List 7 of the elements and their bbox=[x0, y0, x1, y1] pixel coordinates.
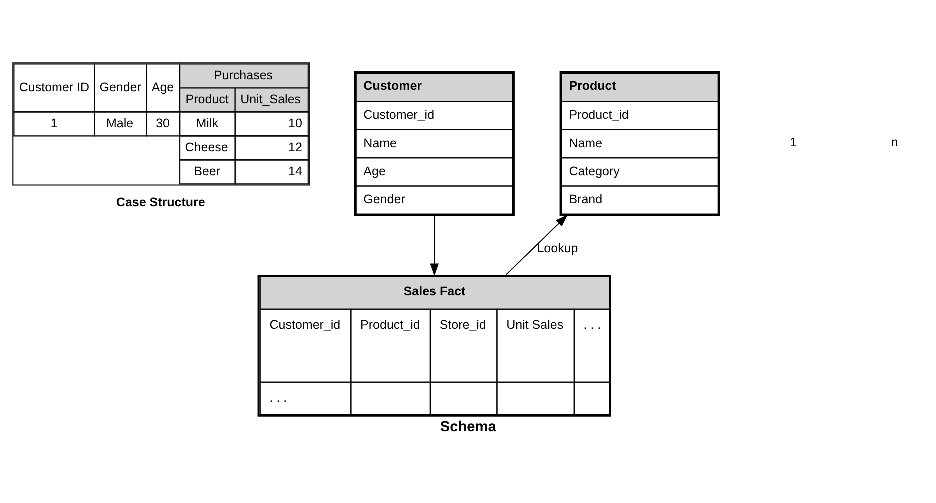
caption: Schema bbox=[440, 419, 496, 436]
node-label: Case Structure bbox=[116, 195, 206, 210]
arrow bbox=[430, 216, 439, 276]
arrow bbox=[506, 214, 568, 275]
label: n bbox=[891, 135, 898, 150]
edge-label: Lookup bbox=[537, 241, 578, 256]
label: 1 bbox=[790, 135, 797, 150]
